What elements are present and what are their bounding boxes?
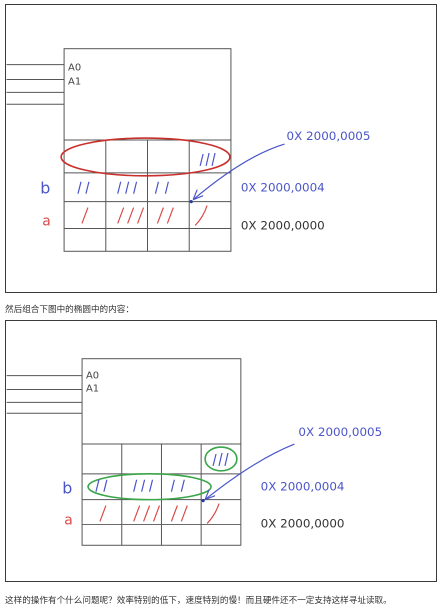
- hatch-b-row: [95, 479, 185, 492]
- hatch-top-right: [199, 152, 216, 167]
- address-0004: 0X 2000,0004: [241, 181, 325, 195]
- address-0004: 0X 2000,0004: [261, 480, 345, 494]
- address-0005: 0X 2000,0005: [298, 425, 382, 439]
- register-label-a0: A0: [86, 371, 99, 382]
- hatch-a-row: [81, 205, 208, 226]
- caption-2: 这样的操作有个什么问题呢？效率特别的低下，速度特别的慢！而且硬件还不一定支持这样…: [5, 596, 392, 606]
- row-label-b: b: [40, 179, 50, 198]
- caption-1: 然后组合下图中的椭圆中的内容：: [5, 305, 134, 315]
- register-label-a1: A1: [86, 383, 99, 394]
- memory-grid: [82, 443, 241, 546]
- memory-grid: [64, 139, 231, 252]
- diagram-2: A0 A1: [5, 320, 437, 582]
- register-lines: [6, 375, 83, 414]
- hatch-b-row: [77, 181, 169, 194]
- arrow: [204, 443, 295, 501]
- address-0000: 0X 2000,0000: [261, 516, 345, 530]
- address-0005: 0X 2000,0005: [287, 129, 371, 143]
- register-label-a0: A0: [68, 63, 81, 74]
- register-lines: [6, 64, 65, 105]
- row-label-a: a: [64, 512, 73, 528]
- row-label-a: a: [42, 213, 51, 229]
- hatch-a-row: [99, 503, 220, 524]
- row-label-b: b: [62, 479, 72, 498]
- address-0000: 0X 2000,0000: [241, 218, 325, 232]
- highlight-ellipse-top-cell: [204, 446, 238, 472]
- pointer-dot: [201, 499, 205, 503]
- highlight-ellipse: [60, 137, 231, 177]
- hatch-top-right: [212, 452, 229, 467]
- diagram-1: A0 A1: [5, 4, 437, 293]
- register-label-a1: A1: [68, 76, 81, 87]
- arrow: [192, 143, 285, 201]
- pointer-dot: [189, 200, 193, 204]
- highlight-ellipse-b-row: [87, 473, 212, 501]
